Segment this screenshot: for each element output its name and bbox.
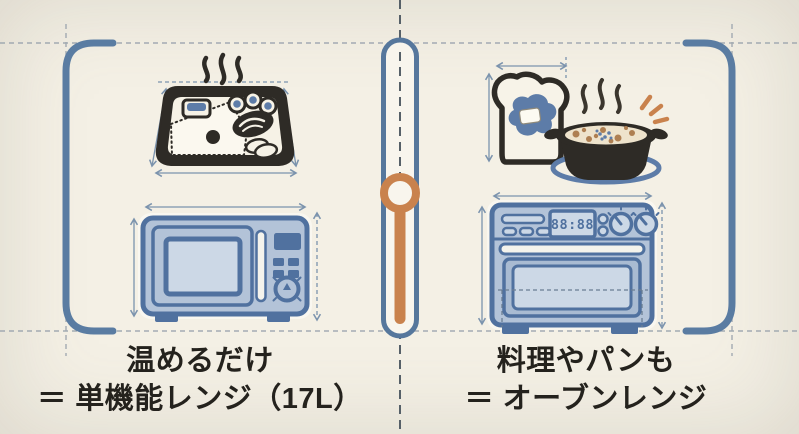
rice-section (170, 101, 248, 156)
right-caption-line1: 料理やパンも (496, 345, 676, 377)
door-handle (255, 229, 267, 303)
gratin-topping (572, 126, 635, 144)
vent-slot (500, 213, 546, 225)
slider-handle[interactable] (380, 173, 420, 213)
microwave-window (163, 236, 243, 297)
sparkle-icon (639, 94, 670, 125)
left-caption-line1: 温めるだけ (126, 345, 274, 377)
right-panel-illustration: 88:88 (477, 57, 670, 334)
oven-handle (498, 242, 646, 256)
dimension-lines-oven (477, 191, 667, 330)
microwave-dial (272, 275, 302, 303)
meat-piece (232, 110, 274, 138)
microwave-buttons (273, 258, 299, 278)
herb-sprinkles (595, 129, 613, 141)
comparison-slider (380, 37, 420, 339)
oven-depth-guides (498, 289, 648, 327)
oven-display: 88:88 (551, 217, 594, 233)
sushi-rolls (227, 90, 278, 116)
gratin-icon (544, 122, 668, 185)
oven-knob-2 (632, 206, 660, 237)
left-bracket (62, 39, 117, 335)
oven-knob-1 (607, 206, 635, 237)
microwave-icon (138, 213, 312, 322)
left-caption: 温めるだけ ＝ 単機能レンジ（17L） (8, 342, 392, 418)
slider-fill-bar (394, 198, 406, 324)
right-caption-line2: ＝ オーブンレンジ (464, 383, 708, 415)
dimension-lines-toast (484, 57, 568, 163)
right-caption: 料理やパンも ＝ オーブンレンジ (400, 342, 772, 418)
microwave-display (274, 233, 301, 250)
butter-icon (518, 107, 542, 125)
oven-range-icon: 88:88 (487, 200, 660, 334)
small-buttons (597, 213, 609, 237)
umeboshi (206, 130, 220, 144)
dimension-lines-microwave (129, 202, 322, 322)
bento-box-icon (155, 86, 295, 166)
toast-icon (491, 71, 570, 165)
steam-icon-right (580, 78, 622, 114)
vent-buttons (501, 226, 552, 237)
right-bracket (682, 39, 736, 335)
oven-display-frame (548, 209, 597, 239)
side-slices (244, 137, 279, 160)
steam-icon (202, 52, 243, 86)
left-caption-line2: ＝ 単機能レンジ（17L） (37, 383, 363, 415)
left-panel-illustration (129, 52, 322, 322)
oven-window (511, 264, 633, 311)
